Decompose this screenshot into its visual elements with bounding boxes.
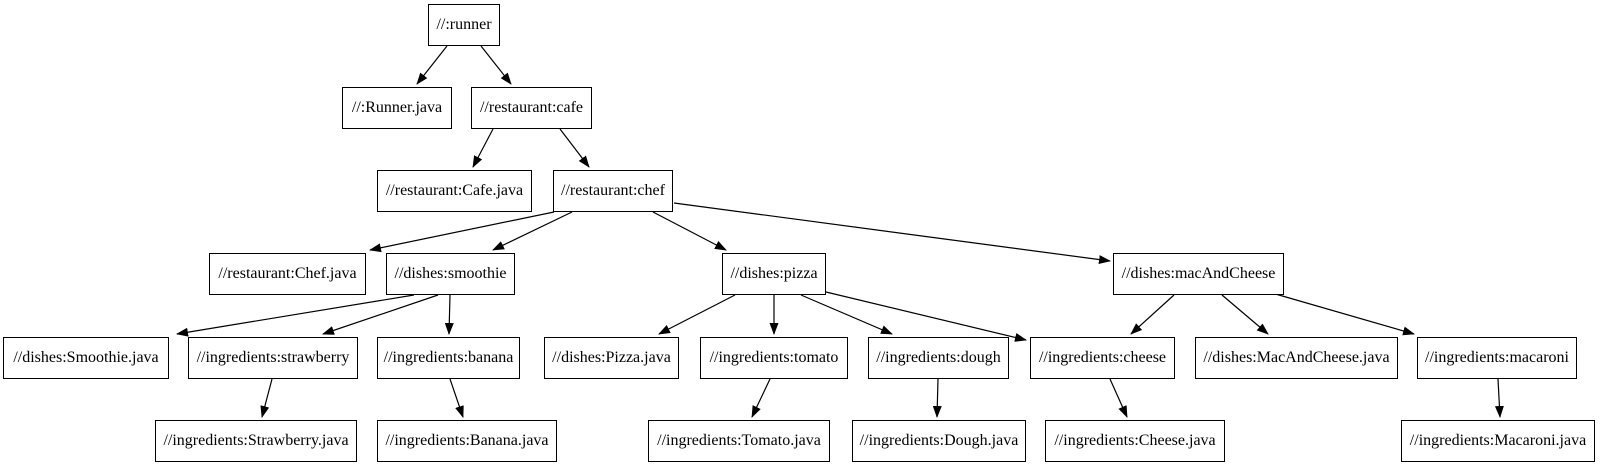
graph-node-strawberry_java: //ingredients:Strawberry.java — [155, 420, 357, 462]
graph-node-tomato: //ingredients:tomato — [700, 337, 848, 379]
graph-node-banana: //ingredients:banana — [377, 337, 520, 379]
graph-node-pizza: //dishes:pizza — [722, 253, 826, 295]
graph-node-strawberry: //ingredients:strawberry — [188, 337, 358, 379]
graph-node-chef: //restaurant:chef — [553, 170, 673, 212]
graph-node-cheese_java: //ingredients:Cheese.java — [1045, 420, 1225, 462]
graph-node-macaroni: //ingredients:macaroni — [1417, 337, 1577, 379]
graph-node-banana_java: //ingredients:Banana.java — [377, 420, 557, 462]
graph-node-macaroni_java: //ingredients:Macaroni.java — [1401, 420, 1595, 462]
graph-node-cafe_java: //restaurant:Cafe.java — [377, 170, 532, 212]
graph-node-pizza_java: //dishes:Pizza.java — [544, 337, 679, 379]
graph-node-smoothie_java: //dishes:Smoothie.java — [3, 337, 169, 379]
graph-node-tomato_java: //ingredients:Tomato.java — [648, 420, 830, 462]
graph-node-cafe: //restaurant:cafe — [471, 87, 592, 129]
graph-node-chef_java: //restaurant:Chef.java — [209, 253, 366, 295]
graph-node-dough: //ingredients:dough — [868, 337, 1009, 379]
graph-node-runner_java: //:Runner.java — [342, 87, 452, 129]
graph-node-cheese: //ingredients:cheese — [1030, 337, 1175, 379]
graph-node-mac: //dishes:macAndCheese — [1113, 253, 1284, 295]
graph-node-mac_java: //dishes:MacAndCheese.java — [1195, 337, 1398, 379]
graph-node-runner: //:runner — [428, 4, 500, 46]
graph-node-dough_java: //ingredients:Dough.java — [852, 420, 1026, 462]
graph-node-smoothie: //dishes:smoothie — [386, 253, 515, 295]
